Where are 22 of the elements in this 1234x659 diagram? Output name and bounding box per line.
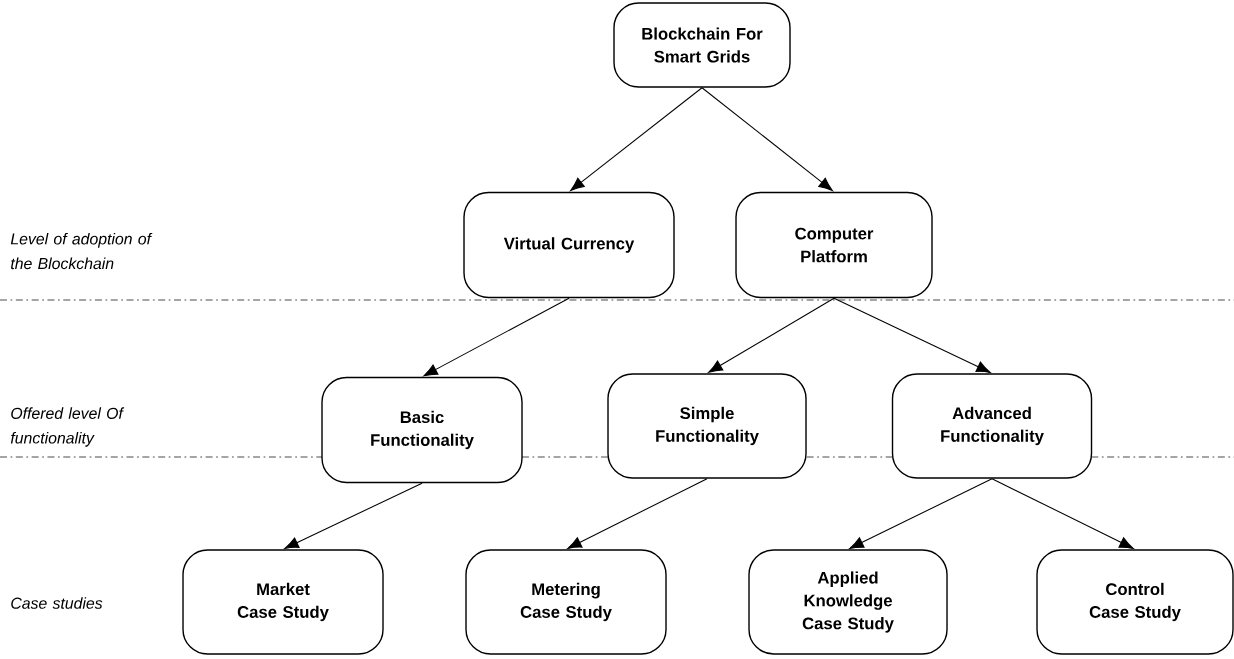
rounded-box: Control Case Study bbox=[1036, 549, 1234, 655]
arrow bbox=[701, 87, 833, 192]
rounded-box: Blockchain For Smart Grids bbox=[613, 2, 791, 88]
rounded-box: Simple Functionality bbox=[607, 373, 807, 479]
rounded-box: Computer Platform bbox=[735, 191, 933, 299]
arrow bbox=[567, 478, 708, 549]
arrow bbox=[849, 478, 993, 549]
arrow bbox=[284, 482, 423, 549]
rounded-box: Market Case Study bbox=[182, 549, 384, 655]
level-label: Level of adoption of the Blockchain bbox=[10, 232, 153, 270]
arrow bbox=[833, 297, 991, 373]
arrow bbox=[708, 297, 835, 373]
level-label: Case studies bbox=[11, 597, 103, 609]
arrow bbox=[423, 297, 570, 377]
level-label: Offered level Of functionality bbox=[10, 407, 125, 447]
rounded-box: Metering Case Study bbox=[465, 549, 667, 655]
rounded-box: Virtual Currency bbox=[463, 191, 675, 299]
arrow bbox=[570, 87, 703, 192]
rounded-box: Applied Knowledge Case Study bbox=[748, 549, 948, 655]
arrow bbox=[991, 478, 1134, 549]
rounded-box: Basic Functionality bbox=[321, 376, 523, 484]
rounded-box: Advanced Functionality bbox=[891, 373, 1093, 479]
